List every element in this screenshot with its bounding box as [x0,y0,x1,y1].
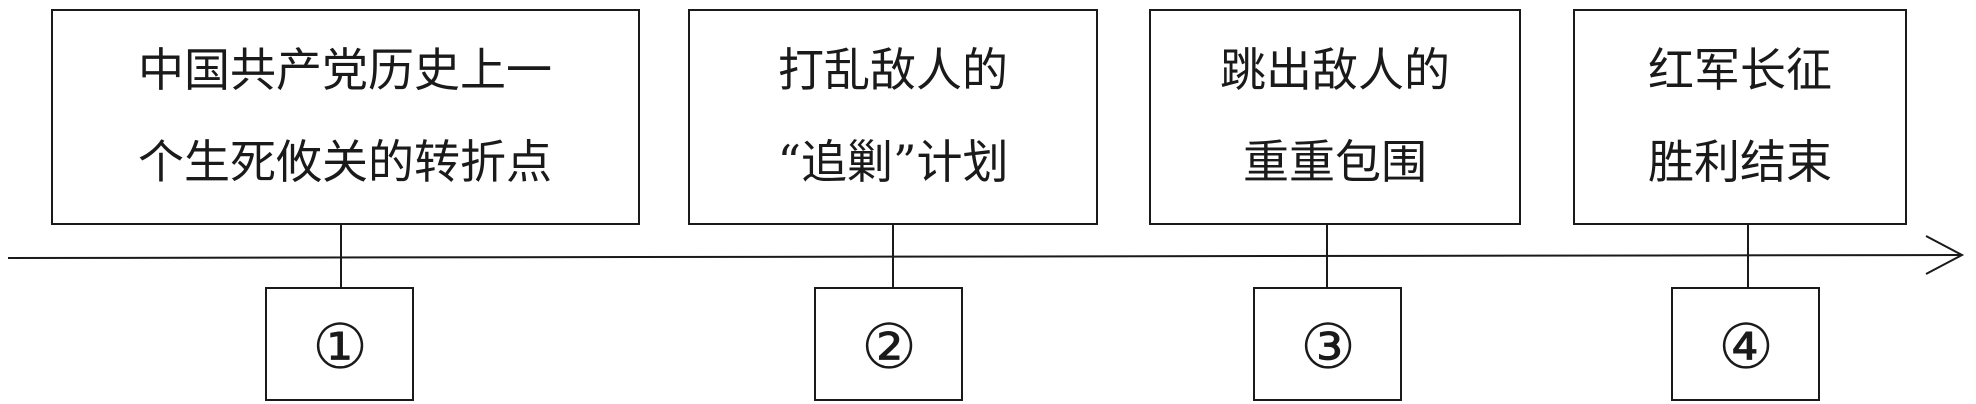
event-3-marker: ③ [1300,310,1356,383]
event-2-marker: ② [861,310,917,383]
event-1: 中国共产党历史上一 个生死攸关的转折点 ① [51,9,640,401]
event-1-marker-box [265,287,414,401]
event-4-box [1573,9,1907,225]
event-3-marker-box [1253,287,1402,401]
event-2-text-line-2: “追剿”计划 [777,135,1008,189]
event-2-box [688,9,1098,225]
timeline-axis [7,254,1961,259]
timeline-arrowhead-icon [1925,235,1965,275]
event-3: 跳出敌人的 重重包围 ③ [1149,9,1521,401]
event-2: 打乱敌人的 “追剿”计划 ② [688,9,1098,401]
event-1-box [51,9,640,225]
event-1-text-line-1: 中国共产党历史上一 [138,43,552,97]
event-4-text-line-2: 胜利结束 [1648,135,1832,189]
event-4-marker-box [1671,287,1820,401]
event-4-text-line-1: 红军长征 [1648,43,1832,97]
event-1-text-line-2: 个生死攸关的转折点 [138,135,552,189]
event-3-text-line-2: 重重包围 [1243,135,1427,189]
event-4-marker: ④ [1718,310,1774,383]
event-2-text-line-1: 打乱敌人的 [778,43,1008,97]
event-3-box [1149,9,1521,225]
event-3-text-line-1: 跳出敌人的 [1220,43,1450,97]
event-4: 红军长征 胜利结束 ④ [1573,9,1907,401]
event-1-marker: ① [312,310,368,383]
event-2-marker-box [814,287,963,401]
